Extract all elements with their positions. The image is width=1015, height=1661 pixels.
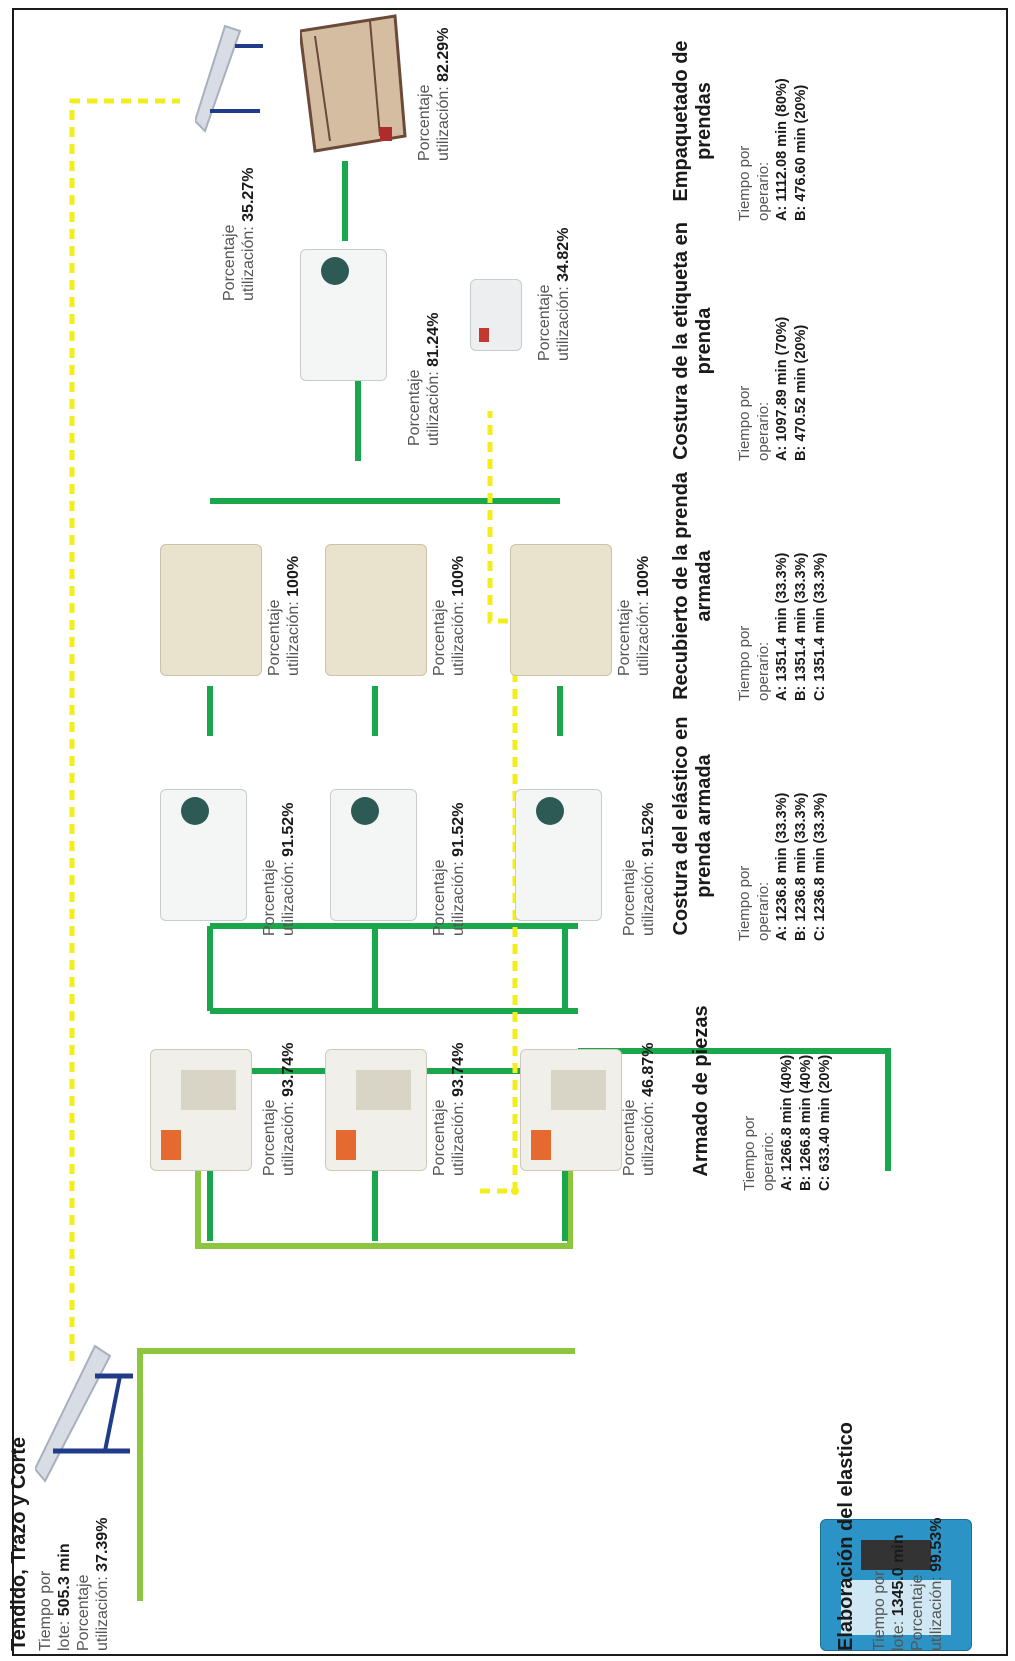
lockstitch-machine-icon — [515, 789, 602, 921]
process-title: Costura de la etiqueta en prenda — [670, 221, 716, 461]
coverstitch-machine-icon — [510, 544, 612, 676]
coverstitch-machine-icon — [160, 544, 262, 676]
tendido-info: Tiempo por lote: 505.3 min Porcentaje ut… — [36, 1518, 112, 1651]
elastico-info: Tiempo por lote: 1345.0 min Porcentaje u… — [870, 1518, 946, 1651]
lockstitch-machine-icon — [330, 789, 417, 921]
overlock-machine-icon — [520, 1049, 622, 1171]
supply-line-1 — [140, 1351, 575, 1601]
process-title: Armado de piezas — [690, 991, 713, 1191]
lockstitch-machine-icon — [160, 789, 247, 921]
process-title: Recubierto de la prenda armada — [670, 471, 716, 701]
overlock-machine-icon — [325, 1049, 427, 1171]
alt-line-top — [72, 101, 180, 1361]
cutting-table-icon — [35, 1341, 135, 1491]
overlock-machine-icon — [150, 1049, 252, 1171]
yellow-dot — [511, 1187, 519, 1195]
elastico-title: Elaboración del elastico — [835, 1422, 858, 1651]
label-machine-icon — [470, 279, 522, 351]
lockstitch-machine-icon — [300, 249, 387, 381]
coverstitch-machine-icon — [325, 544, 427, 676]
cutting-table-icon — [195, 21, 265, 141]
yellow-dots — [511, 1187, 519, 1195]
supply-lines — [140, 1151, 575, 1601]
process-title: Costura del elástico en prenda armada — [670, 711, 716, 941]
process-title: Empaquetado de prendas — [670, 21, 716, 221]
packing-table-icon — [300, 11, 410, 161]
tendido-title: Tendido, Trazo y Corte — [8, 1437, 31, 1651]
